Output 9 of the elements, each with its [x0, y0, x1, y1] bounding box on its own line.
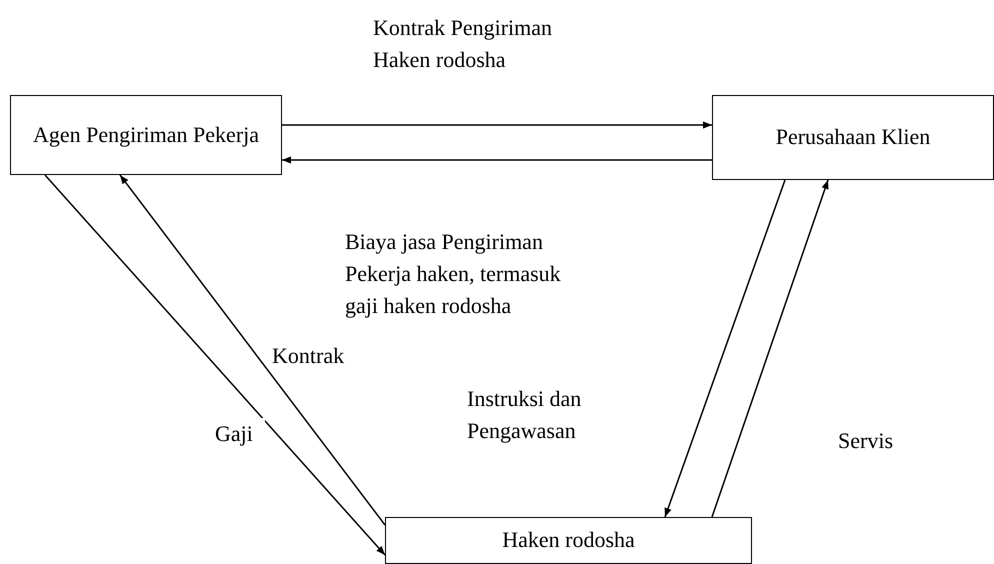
arrow: [282, 121, 712, 129]
process-box: Perusahaan Klien: [712, 95, 994, 180]
arrow: [711, 180, 829, 518]
process-box: Haken rodosha: [385, 517, 752, 564]
arrow: [664, 180, 786, 518]
arrow: [282, 156, 712, 164]
arrow: [119, 174, 386, 526]
arrow: [44, 174, 386, 556]
process-box: Agen Pengiriman Pekerja: [10, 95, 282, 175]
